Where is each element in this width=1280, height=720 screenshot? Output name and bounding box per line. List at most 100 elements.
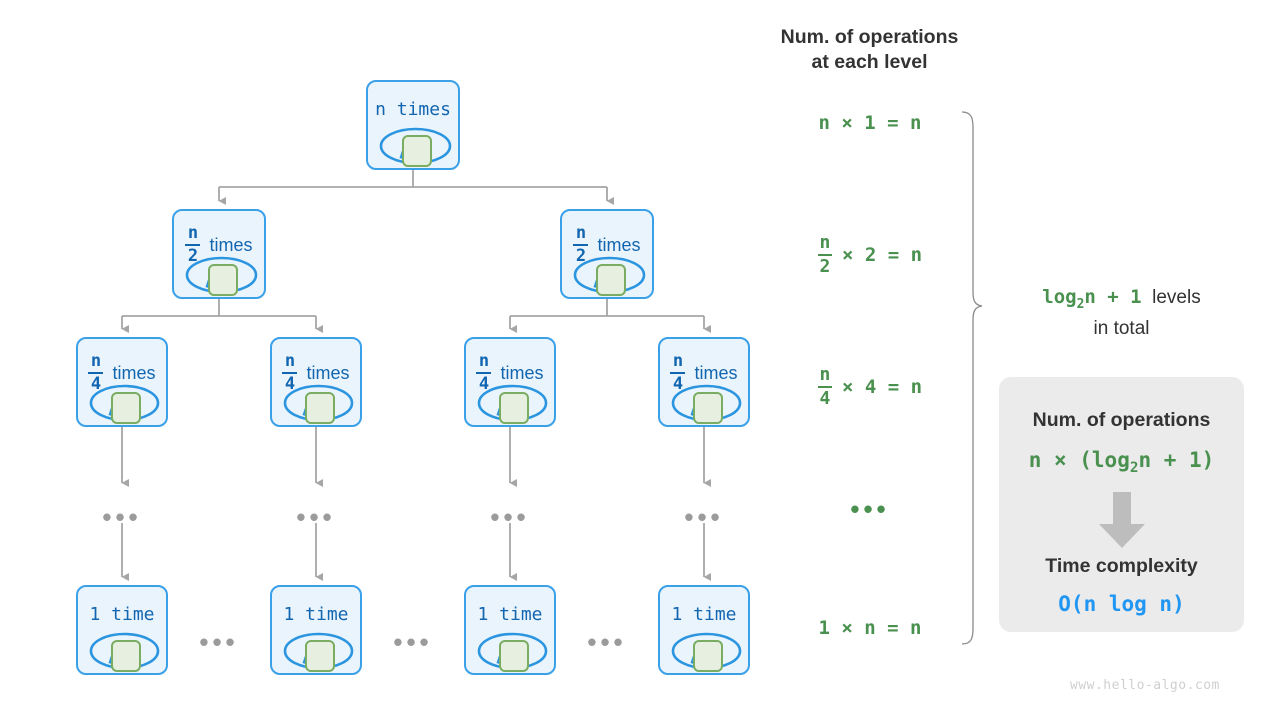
levels-brace — [961, 111, 983, 645]
operation-square — [693, 640, 723, 672]
operation-formula: 1 × n = n — [818, 617, 922, 639]
fraction-bar — [185, 244, 201, 247]
tree-node-level4-2[interactable]: 1 time — [270, 585, 362, 675]
tree-node-level4-4[interactable]: 1 time — [658, 585, 750, 675]
levels-note: log2n + 1 levels in total — [1000, 284, 1243, 342]
fraction-numerator: n — [90, 351, 102, 371]
operation-formula: n × 1 = n — [818, 112, 922, 134]
fraction-numerator: n — [819, 364, 831, 385]
tree-node-level4-3[interactable]: 1 time — [464, 585, 556, 675]
node-label-word: times — [597, 234, 641, 255]
summary-title-complexity: Time complexity — [1045, 555, 1198, 577]
operation-square — [499, 640, 529, 672]
operation-formula-suffix: × 2 = n — [841, 244, 923, 267]
levels-note-word: levels — [1152, 287, 1201, 308]
fraction-numerator: n — [672, 351, 684, 371]
fraction-bar — [88, 372, 104, 375]
fraction-bar — [476, 372, 492, 375]
operation-row-4: ••• — [780, 496, 960, 522]
summary-card: Num. of operations n × (log2n + 1) Time … — [999, 377, 1244, 632]
operation-square — [305, 640, 335, 672]
watermark: www.hello-algo.com — [1070, 678, 1220, 693]
operations-header: Num. of operations at each level — [762, 25, 977, 76]
operation-square — [596, 264, 626, 296]
fraction-bar — [817, 386, 832, 389]
fraction-numerator: n — [819, 232, 831, 253]
vertical-ellipsis-3: ••• — [490, 502, 530, 532]
down-arrow-icon — [1099, 492, 1145, 548]
node-label: 1 time — [477, 604, 543, 625]
fraction-numerator: n — [187, 223, 199, 243]
operations-header-line1: Num. of operations — [780, 26, 959, 48]
fraction-denominator: 2 — [187, 246, 199, 267]
operation-square — [111, 392, 141, 424]
levels-note-line2: in total — [1093, 317, 1150, 339]
fraction-numerator: n — [478, 351, 490, 371]
summary-title-operations: Num. of operations — [1032, 409, 1211, 431]
operations-header-line2: at each level — [811, 51, 928, 74]
fraction-denominator: 2 — [819, 256, 831, 278]
vertical-ellipsis-4: ••• — [684, 502, 724, 532]
horizontal-ellipsis-1: ••• — [199, 627, 239, 657]
node-label-word: times — [694, 362, 738, 383]
fraction-denominator: 4 — [672, 374, 684, 395]
horizontal-ellipsis-2: ••• — [393, 627, 433, 657]
fraction-bar — [282, 372, 298, 375]
fraction-numerator: n — [575, 223, 587, 243]
fraction-bar — [573, 244, 589, 247]
vertical-ellipsis-1: ••• — [102, 502, 142, 532]
summary-complexity-value: O(n log n) — [1058, 592, 1185, 616]
fraction-denominator: 4 — [90, 374, 102, 395]
operation-ellipsis: ••• — [850, 494, 890, 524]
operation-formula-suffix: × 4 = n — [841, 376, 923, 399]
operation-square — [208, 264, 238, 296]
vertical-ellipsis-2: ••• — [296, 502, 336, 532]
node-label: 1 time — [89, 604, 155, 625]
tree-node-level4-1[interactable]: 1 time — [76, 585, 168, 675]
operation-square — [499, 392, 529, 424]
operation-square — [111, 640, 141, 672]
operation-square — [693, 392, 723, 424]
fraction-bar — [817, 254, 832, 257]
fraction-bar — [670, 372, 686, 375]
summary-operations-formula: n × (log2n + 1) — [1028, 448, 1215, 477]
tree-node-level1-1[interactable]: n times — [366, 80, 460, 170]
fraction-denominator: 4 — [819, 388, 831, 410]
operation-square — [402, 135, 432, 167]
fraction-denominator: 2 — [575, 246, 587, 267]
node-label-word: times — [500, 362, 544, 383]
node-label-word: times — [112, 362, 156, 383]
levels-note-formula: log2n + 1 — [1042, 286, 1142, 312]
node-label: n times — [375, 99, 451, 120]
operation-square — [305, 392, 335, 424]
node-label-word: times — [209, 234, 253, 255]
node-label-word: times — [306, 362, 350, 383]
fraction-numerator: n — [284, 351, 296, 371]
fraction-denominator: 4 — [284, 374, 296, 395]
levels-note-line1: log2n + 1 levels — [1000, 284, 1243, 315]
